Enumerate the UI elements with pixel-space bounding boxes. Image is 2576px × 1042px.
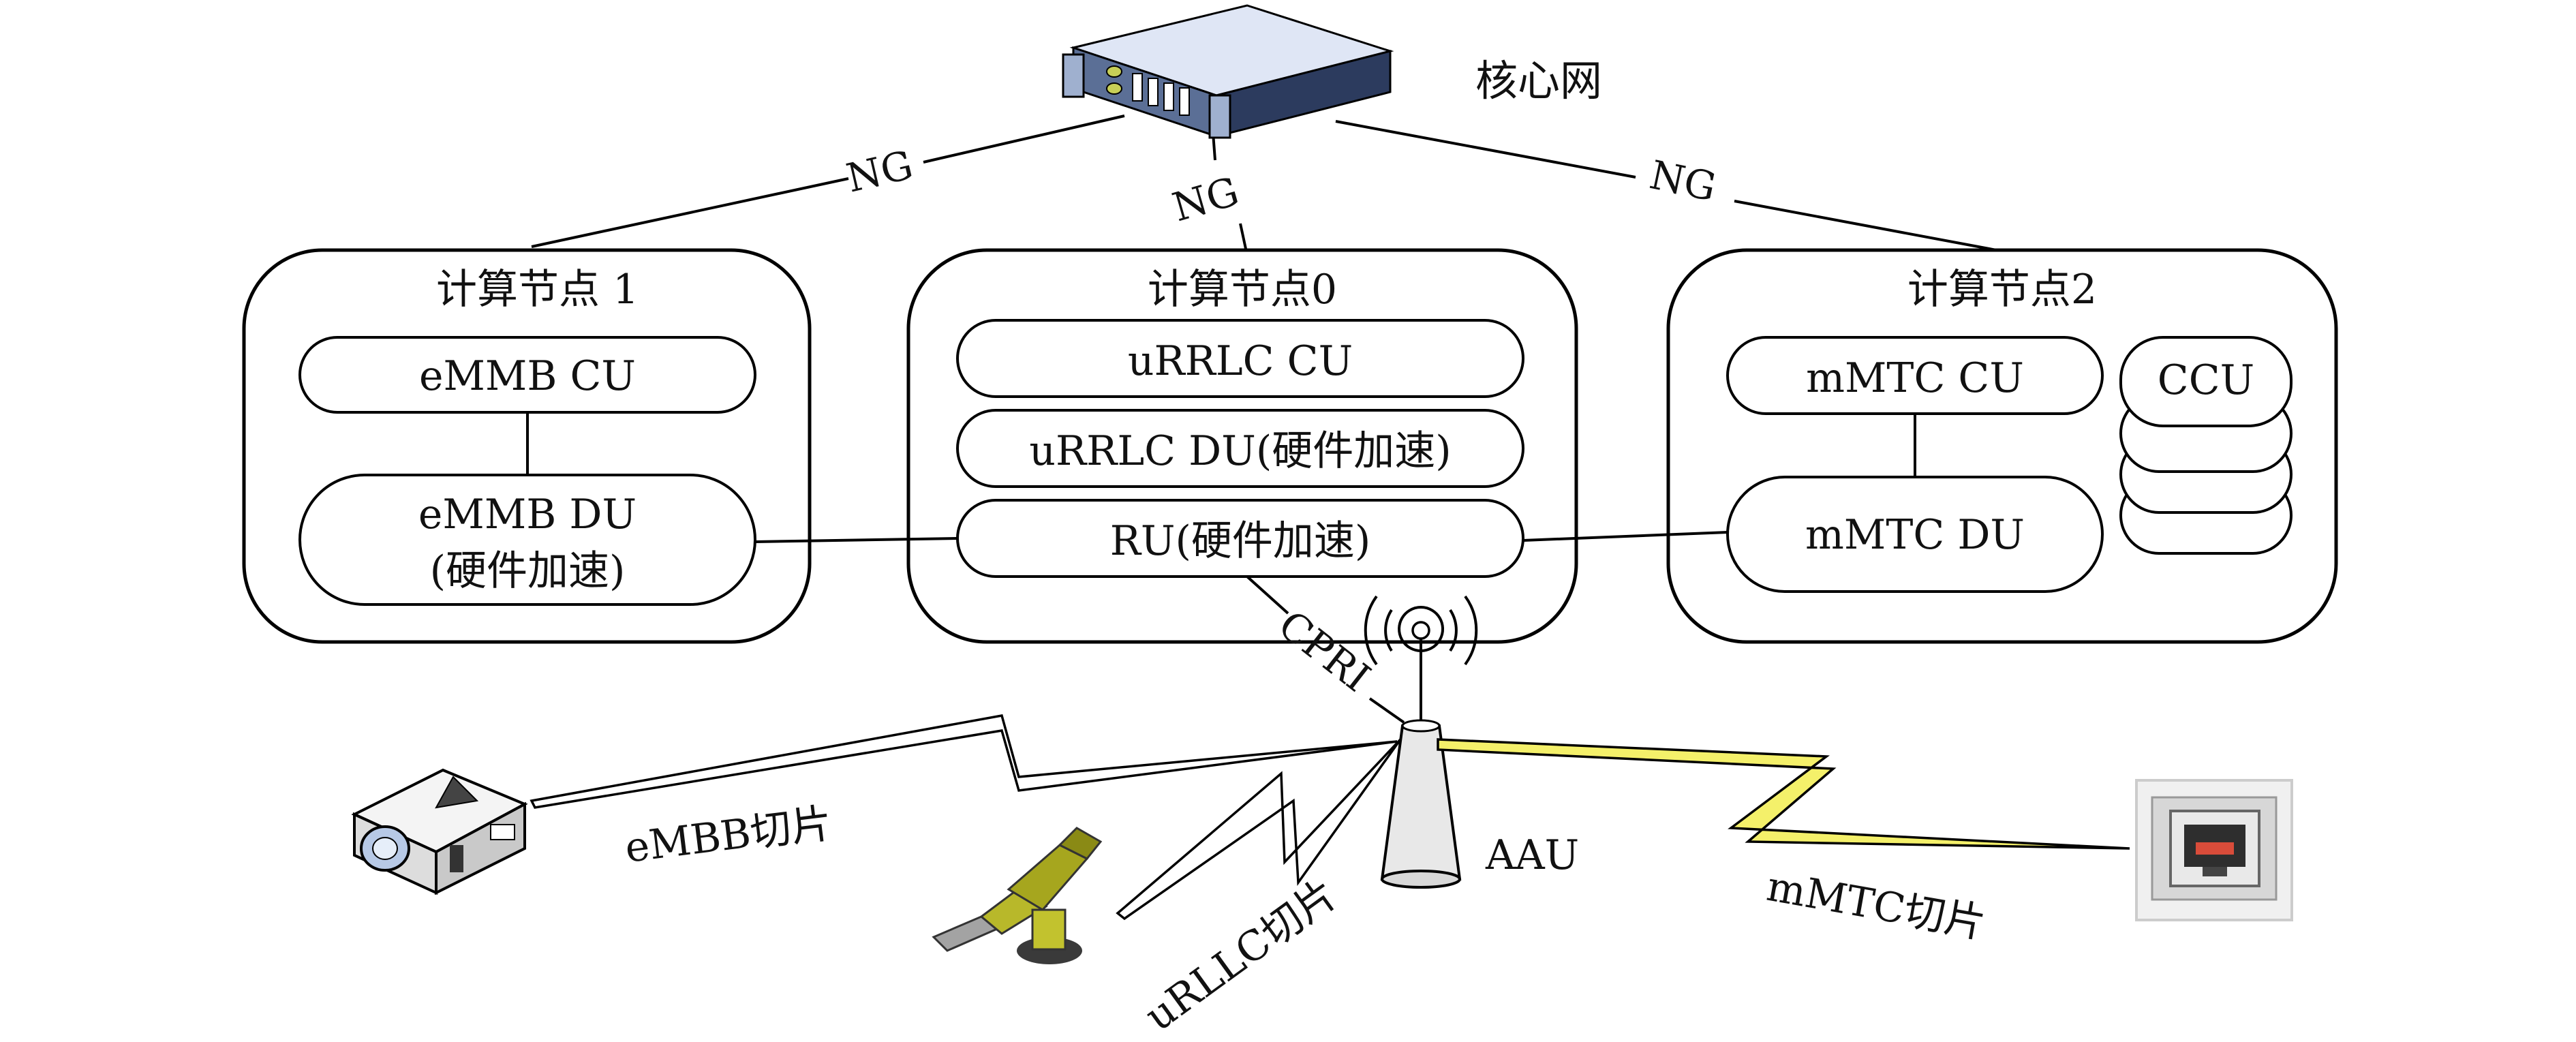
compute-node-1: 计算节点 1 eMMB CU eMMB DU (硬件加速) bbox=[242, 248, 812, 644]
compute-node-0: 计算节点0 uRRLC CU uRRLC DU(硬件加速) RU(硬件加速) bbox=[906, 248, 1578, 644]
aau-antenna-icon bbox=[1364, 595, 1478, 889]
ng-label-right: NG bbox=[1646, 151, 1720, 211]
projector-icon bbox=[351, 768, 528, 895]
compute-node-2-title: 计算节点2 bbox=[1907, 266, 2097, 313]
compute-node-1-title: 计算节点 1 bbox=[436, 266, 639, 313]
mmtc-du-label: mMTC DU bbox=[1805, 511, 2025, 559]
embb-du-label-line2: (硬件加速) bbox=[430, 547, 626, 595]
urrlc-cu-label: uRRLC CU bbox=[1128, 337, 1353, 385]
compute-node-2: 计算节点2 mMTC CU mMTC DU CCU bbox=[1666, 248, 2338, 644]
ccu-stack: CCU bbox=[2119, 336, 2293, 555]
ru-label: RU(硬件加速) bbox=[1110, 517, 1371, 565]
ng-link-left bbox=[531, 114, 1125, 248]
ccu-label: CCU bbox=[2158, 356, 2254, 404]
cpri-link bbox=[1246, 575, 1289, 615]
mmtc-cu-label: mMTC CU bbox=[1806, 354, 2024, 402]
embb-du-box bbox=[298, 474, 756, 606]
embb-cu-label: eMMB CU bbox=[419, 352, 636, 400]
urrlc-du-box bbox=[956, 409, 1524, 488]
network-port-icon bbox=[2135, 779, 2293, 921]
link-node1-ru bbox=[754, 537, 958, 543]
compute-node-0-title: 计算节点0 bbox=[1148, 266, 1337, 313]
mmtc-du-box bbox=[1726, 476, 2104, 593]
embb-du-label-line1: eMMB DU bbox=[418, 491, 637, 538]
ng-label-left: NG bbox=[842, 142, 917, 202]
link-ru-node2 bbox=[1522, 531, 1728, 542]
ng-link-right bbox=[1335, 120, 2001, 252]
mmtc-slice-label: mMTC切片 bbox=[1763, 863, 1989, 948]
urrlc-du-label: uRRLC DU(硬件加速) bbox=[1029, 427, 1451, 475]
embb-slice-link bbox=[530, 714, 1398, 809]
core-network-label: 核心网 bbox=[1475, 56, 1602, 106]
urllc-slice-link bbox=[1116, 738, 1402, 921]
mmtc-slice-link bbox=[1437, 738, 2130, 850]
embb-slice-label: eMBB切片 bbox=[622, 799, 834, 872]
urrlc-cu-box bbox=[956, 319, 1524, 398]
urllc-slice-label: uRLLC切片 bbox=[1137, 870, 1347, 1039]
aau-label: AAU bbox=[1485, 831, 1579, 879]
core-server-icon bbox=[1062, 4, 1394, 139]
robot-arm-icon bbox=[932, 827, 1103, 964]
ng-label-middle: NG bbox=[1167, 168, 1244, 230]
